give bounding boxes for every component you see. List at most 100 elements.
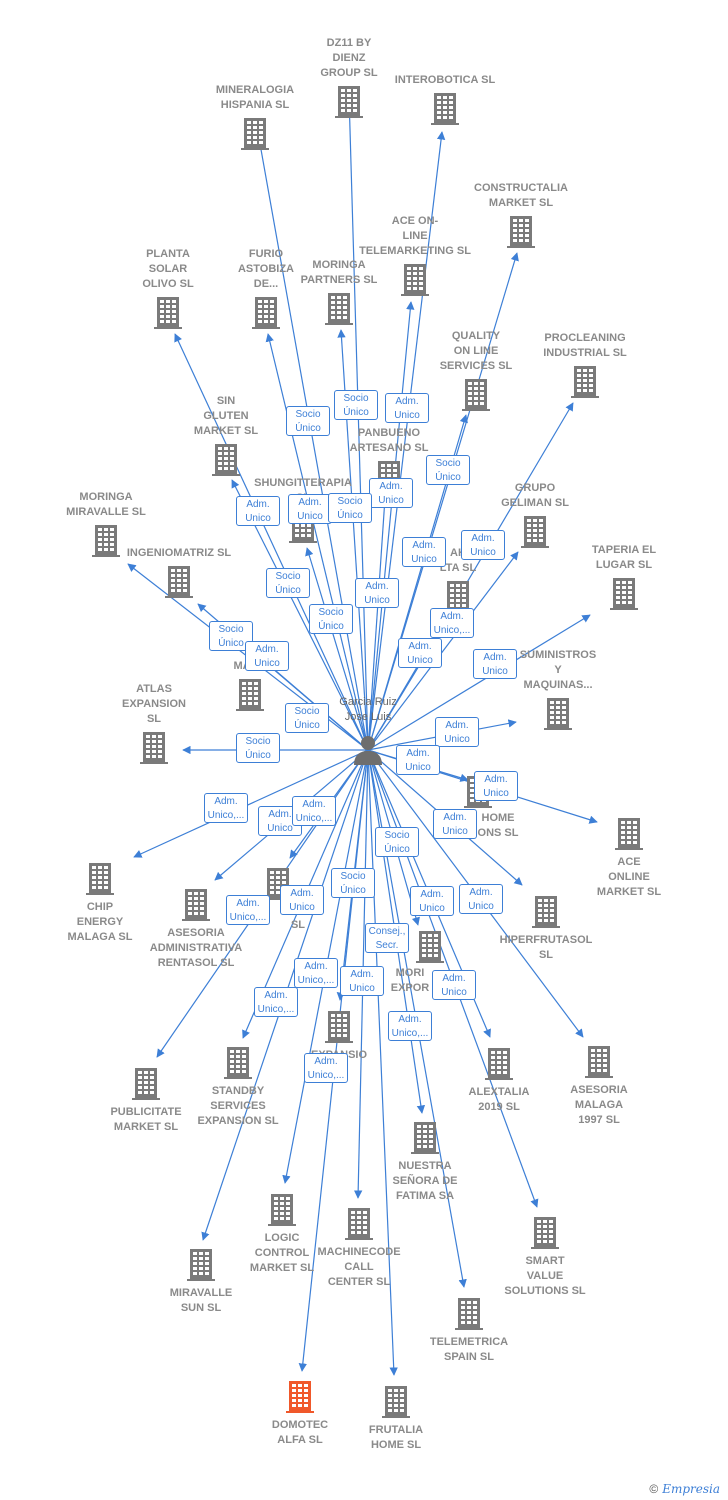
company-label-domotec[interactable]: DOMOTEC ALFA SL [271,1419,329,1446]
role-badge[interactable]: Adm. Unico [461,530,505,560]
building-icon[interactable] [267,1193,297,1227]
building-icon[interactable] [211,443,241,477]
building-icon[interactable] [520,515,550,549]
building-icon[interactable] [285,1380,315,1414]
company-label-constructalia[interactable]: CONSTRUCTALIA MARKET SL [474,182,568,209]
role-badge[interactable]: Socio Único [375,827,419,857]
building-icon[interactable] [240,117,270,151]
role-badge[interactable]: Adm. Unico,... [254,987,298,1017]
company-label-smart[interactable]: SMART VALUE SOLUTIONS SL [504,1255,586,1297]
role-badge[interactable]: Adm. Unico [369,478,413,508]
role-badge[interactable]: Socio Único [331,868,375,898]
role-badge[interactable]: Adm. Unico [385,393,429,423]
company-label-moringa_miravalle[interactable]: MORINGA MIRAVALLE SL [66,491,146,518]
company-label-sin_gluten[interactable]: SIN GLUTEN MARKET SL [193,395,259,437]
person-icon[interactable] [352,733,384,765]
company-label-suministros[interactable]: SUMINISTROS Y MAQUINAS... [519,649,597,691]
building-icon[interactable] [164,565,194,599]
building-icon[interactable] [381,1385,411,1419]
role-badge[interactable]: Adm. Unico,... [226,895,270,925]
role-badge[interactable]: Adm. Unico [245,641,289,671]
company-label-dz11[interactable]: DZ11 BY DIENZ GROUP SL [320,37,378,79]
company-label-quality[interactable]: QUALITY ON LINE SERVICES SL [439,330,513,372]
building-icon[interactable] [506,215,536,249]
building-icon[interactable] [570,365,600,399]
role-badge[interactable]: Adm. Unico [280,885,324,915]
building-icon[interactable] [400,263,430,297]
company-label-telemetrica[interactable]: TELEMETRICA SPAIN SL [429,1336,509,1363]
company-label-procleaning[interactable]: PROCLEANING INDUSTRIAL SL [543,332,627,359]
company-label-planta[interactable]: PLANTA SOLAR OLIVO SL [142,248,194,290]
building-icon[interactable] [139,731,169,765]
company-label-publicitate[interactable]: PUBLICITATE MARKET SL [110,1106,182,1133]
building-icon[interactable] [223,1046,253,1080]
building-icon[interactable] [251,296,281,330]
building-icon[interactable] [85,862,115,896]
building-icon[interactable] [430,92,460,126]
company-label-ace_online_market[interactable]: ACE ONLINE MARKET SL [596,856,662,898]
company-label-standby[interactable]: STANDBY SERVICES EXPANSION SL [197,1085,279,1127]
company-label-panbueno[interactable]: PANBUENO ARTESANO SL [349,427,429,454]
building-icon[interactable] [91,524,121,558]
building-icon[interactable] [531,895,561,929]
role-badge[interactable]: Socio Único [236,733,280,763]
company-label-miravalle_sun[interactable]: MIRAVALLE SUN SL [169,1287,233,1314]
company-label-mineralogia[interactable]: MINERALOGIA HISPANIA SL [215,84,295,111]
building-icon[interactable] [131,1067,161,1101]
company-label-taperia[interactable]: TAPERIA EL LUGAR SL [591,544,657,571]
building-icon[interactable] [153,296,183,330]
company-label-home_ons[interactable]: HOME ONS SL [477,812,519,839]
role-badge[interactable]: Consej., Secr. [365,923,409,953]
building-icon[interactable] [181,888,211,922]
company-label-chip[interactable]: CHIP ENERGY MALAGA SL [67,901,133,943]
role-badge[interactable]: Adm. Unico [459,884,503,914]
role-badge[interactable]: Adm. Unico,... [204,793,248,823]
building-icon[interactable] [324,292,354,326]
company-label-hiperfrutasol[interactable]: HIPERFRUTASOL SL [499,934,593,961]
role-badge[interactable]: Adm. Unico [402,537,446,567]
building-icon[interactable] [410,1121,440,1155]
person-name[interactable]: Garcia Ruiz Jose Luis [339,696,397,723]
company-label-furio[interactable]: FURIO ASTOBIZA DE... [237,248,295,290]
role-badge[interactable]: Adm. Unico [355,578,399,608]
building-icon[interactable] [461,378,491,412]
building-icon[interactable] [614,817,644,851]
building-icon[interactable] [454,1297,484,1331]
building-icon[interactable] [344,1207,374,1241]
role-badge[interactable]: Adm. Unico [340,966,384,996]
role-badge[interactable]: Adm. Unico [288,494,332,524]
role-badge[interactable]: Socio Único [286,406,330,436]
company-label-machinecode[interactable]: MACHINECODE CALL CENTER SL [317,1246,401,1288]
building-icon[interactable] [235,678,265,712]
role-badge[interactable]: Socio Único [328,493,372,523]
company-label-alextalia[interactable]: ALEXTALIA 2019 SL [468,1086,530,1113]
role-badge[interactable]: Socio Único [426,455,470,485]
role-badge[interactable]: Adm. Unico [236,496,280,526]
role-badge[interactable]: Adm. Unico [396,745,440,775]
company-label-asesoria_malaga[interactable]: ASESORIA MALAGA 1997 SL [570,1084,628,1126]
role-badge[interactable]: Adm. Unico,... [388,1011,432,1041]
company-label-aceonline_tm[interactable]: ACE ON- LINE TELEMARKETING SL [359,215,471,257]
building-icon[interactable] [443,580,473,614]
building-icon[interactable] [584,1045,614,1079]
company-label-interobotica[interactable]: INTEROBOTICA SL [394,74,496,86]
company-label-atlas[interactable]: ATLAS EXPANSION SL [122,683,186,725]
building-icon[interactable] [609,577,639,611]
building-icon[interactable] [543,697,573,731]
role-badge[interactable]: Adm. Unico [432,970,476,1000]
company-label-logic[interactable]: LOGIC CONTROL MARKET SL [249,1232,315,1274]
building-icon[interactable] [186,1248,216,1282]
role-badge[interactable]: Adm. Unico [410,886,454,916]
company-label-moringa_export[interactable]: MORI EXPOR [390,967,430,994]
role-badge[interactable]: Socio Único [266,568,310,598]
building-icon[interactable] [530,1216,560,1250]
role-badge[interactable]: Socio Único [285,703,329,733]
role-badge[interactable]: Adm. Unico,... [430,608,474,638]
company-label-nuestra[interactable]: NUESTRA SEÑORA DE FATIMA SA [392,1160,458,1202]
role-badge[interactable]: Adm. Unico [473,649,517,679]
role-badge[interactable]: Adm. Unico [433,809,477,839]
role-badge[interactable]: Adm. Unico [474,771,518,801]
role-badge[interactable]: Adm. Unico,... [292,796,336,826]
role-badge[interactable]: Adm. Unico,... [294,958,338,988]
role-badge[interactable]: Adm. Unico [398,638,442,668]
